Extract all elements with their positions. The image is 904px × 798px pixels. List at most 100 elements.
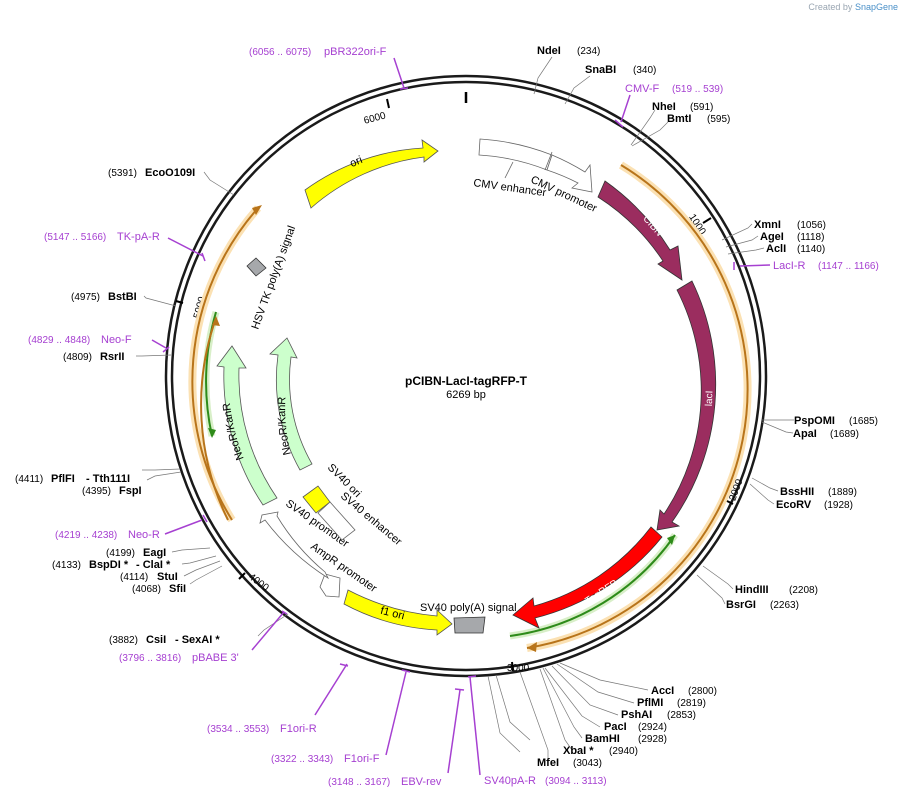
enzyme-sexai-name: - SexAI * (175, 634, 220, 646)
primer-neof[interactable]: (4829 .. 4848)Neo-F (28, 334, 132, 346)
enzyme-csii[interactable]: (3882)CsiI- SexAI * (109, 634, 220, 646)
enzyme-acli-name: AclI (766, 243, 786, 255)
enzyme-nhei-pos: (591) (690, 102, 713, 113)
enzyme-pspomi[interactable]: PspOMI(1685) (794, 415, 878, 427)
enzyme-xbai-pos: (2940) (609, 746, 638, 757)
feature-hsv-tk-polya[interactable]: HSV TK poly(A) signal (246, 224, 298, 331)
enzyme-bsrgi-pos: (2263) (770, 600, 799, 611)
primer-markers (151, 57, 771, 776)
enzyme-apai[interactable]: ApaI (1689) (793, 428, 859, 440)
enzyme-paci[interactable]: PacI(2924) (604, 721, 667, 733)
feature-sv40-polya[interactable]: SV40 poly(A) signal (420, 602, 517, 634)
enzyme-acci[interactable]: AccI(2800) (651, 685, 717, 697)
ruler-tick-3000: 3000 (507, 663, 530, 674)
primer-sv40par-pos: (3094 .. 3113) (545, 776, 607, 787)
enzyme-bsrgi-name: BsrGI (726, 599, 756, 611)
primer-pbr322ori-pos: (6056 .. 6075) (249, 47, 311, 58)
primer-tkpar-pos: (5147 .. 5166) (44, 232, 106, 243)
primer-sv40par[interactable]: SV40pA-R (3094 .. 3113) (484, 775, 607, 787)
enzyme-stui[interactable]: (4114)StuI (120, 571, 178, 583)
enzyme-acli[interactable]: AclI (1140) (766, 243, 825, 255)
feature-neor-outer[interactable]: NeoR/KanR (216, 345, 278, 506)
primer-neor-pos: (4219 .. 4238) (55, 530, 117, 541)
enzyme-tth111i-name: - Tth111I (86, 473, 130, 485)
primer-f1orir[interactable]: (3534 .. 3553)F1ori-R (207, 723, 317, 735)
enzyme-snabi[interactable]: SnaBI(340) (585, 64, 656, 76)
enzyme-acli-pos: (1140) (797, 244, 825, 255)
primer-sv40par-name: SV40pA-R (484, 775, 536, 787)
primer-pbabe3[interactable]: (3796 .. 3816)pBABE 3' (119, 652, 239, 664)
enzyme-hindiii[interactable]: HindIII(2208) (735, 584, 818, 596)
enzyme-rsrii-pos: (4809) (63, 352, 92, 363)
enzyme-agei-name: AgeI (760, 231, 784, 243)
enzyme-rsrii[interactable]: (4809) RsrII (63, 351, 124, 363)
enzymes: NdeI(234) SnaBI(340) NheI(591) BmtI(595)… (537, 45, 878, 769)
primers: (6056 .. 6075) pBR322ori-F CMV-F(519 .. 5… (28, 46, 879, 788)
enzyme-pflmi-pos: (2819) (677, 698, 706, 709)
enzyme-csii-name: CsiI (146, 634, 166, 646)
backbone-outer (164, 74, 768, 678)
feature-neor-inner[interactable]: NeoR/KanR (269, 337, 313, 471)
enzyme-bstbi[interactable]: (4975)BstBI (71, 291, 137, 303)
enzyme-bsshii[interactable]: BssHII(1889) (780, 486, 857, 498)
primer-neof-name: Neo-F (101, 334, 132, 346)
enzyme-agei[interactable]: AgeI (1118) (760, 231, 824, 243)
enzyme-bamhi[interactable]: BamHI(2928) (585, 733, 667, 745)
enzyme-apai-name: ApaI (793, 428, 817, 440)
enzyme-ecoo109i-name: EcoO109I (145, 167, 195, 179)
enzyme-bamhi-pos: (2928) (638, 734, 667, 745)
enzyme-xbai[interactable]: XbaI * (2940) (563, 745, 638, 757)
primer-tkpar[interactable]: (5147 .. 5166)TK-pA-R (44, 231, 160, 243)
feature-ori[interactable]: ori (304, 139, 439, 209)
enzyme-eagi[interactable]: (4199)EagI (106, 547, 166, 559)
enzyme-ecoo109i-pos: (5391) (108, 168, 137, 179)
primer-pbr322ori[interactable]: (6056 .. 6075) pBR322ori-F (249, 46, 387, 58)
enzyme-eagi-name: EagI (143, 547, 166, 559)
primer-cmvf-pos: (519 .. 539) (672, 84, 723, 95)
enzyme-xmni-pos: (1056) (797, 220, 826, 231)
enzyme-ndei[interactable]: NdeI(234) (537, 45, 600, 57)
primer-lacir-pos: (1147 .. 1166) (818, 261, 879, 272)
enzyme-fspi[interactable]: (4395)FspI (82, 485, 142, 497)
enzyme-apai-pos: (1689) (830, 429, 859, 440)
enzyme-bsrgi[interactable]: BsrGI (2263) (726, 599, 799, 611)
enzyme-sfii[interactable]: (4068)SfiI (132, 583, 186, 595)
primer-neor-name: Neo-R (128, 529, 160, 541)
enzyme-pspomi-pos: (1685) (849, 416, 878, 427)
feature-f1-ori[interactable]: f1 ori (343, 589, 453, 636)
primer-cmvf[interactable]: CMV-F(519 .. 539) (625, 83, 723, 95)
primer-f1orif-name: F1ori-F (344, 753, 380, 765)
feature-laci[interactable]: lacI (656, 280, 717, 531)
primer-pbr322ori-name: pBR322ori-F (324, 46, 387, 58)
enzyme-pflmi-name: PflMI (637, 697, 663, 709)
enzyme-leaders (136, 56, 794, 762)
enzyme-clai-name: - ClaI * (136, 559, 171, 571)
enzyme-bstbi-pos: (4975) (71, 292, 100, 303)
ruler-tick-4000: 4000 (246, 572, 271, 594)
enzyme-pflmi[interactable]: PflMI (2819) (637, 697, 706, 709)
enzyme-xmni[interactable]: XmnI(1056) (754, 219, 826, 231)
enzyme-ndei-name: NdeI (537, 45, 561, 57)
enzyme-pflfi[interactable]: (4411)PflFI- Tth111I (15, 473, 130, 485)
enzyme-xbai-name: XbaI * (563, 745, 594, 757)
enzyme-bspdi[interactable]: (4133)BspDI *- ClaI * (52, 559, 171, 571)
feature-cmv-promoter[interactable] (546, 154, 593, 193)
feature-cibn[interactable]: CIBN (597, 180, 683, 281)
primer-f1orif[interactable]: (3322 .. 3343)F1ori-F (271, 753, 380, 765)
enzyme-ecorv[interactable]: EcoRV(1928) (776, 499, 853, 511)
enzyme-mfei[interactable]: MfeI(3043) (537, 757, 602, 769)
primer-lacir[interactable]: LacI-R(1147 .. 1166) (773, 260, 879, 272)
enzyme-agei-pos: (1118) (797, 232, 824, 243)
feature-laci-label: lacI (704, 390, 716, 406)
feature-cmv-enhancer[interactable] (478, 138, 553, 171)
enzyme-pshai[interactable]: PshAI(2853) (621, 709, 696, 721)
primer-neor[interactable]: (4219 .. 4238) Neo-R (55, 529, 160, 541)
enzyme-nhei[interactable]: NheI(591) (652, 101, 713, 113)
enzyme-ecoo109i[interactable]: (5391) EcoO109I (108, 167, 195, 179)
enzyme-bmti-name: BmtI (667, 113, 691, 125)
primer-ebvrev-name: EBV-rev (401, 776, 442, 788)
enzyme-rsrii-name: RsrII (100, 351, 124, 363)
enzyme-paci-name: PacI (604, 721, 627, 733)
primer-ebvrev[interactable]: (3148 .. 3167)EBV-rev (328, 776, 442, 788)
enzyme-bmti[interactable]: BmtI(595) (667, 113, 730, 125)
